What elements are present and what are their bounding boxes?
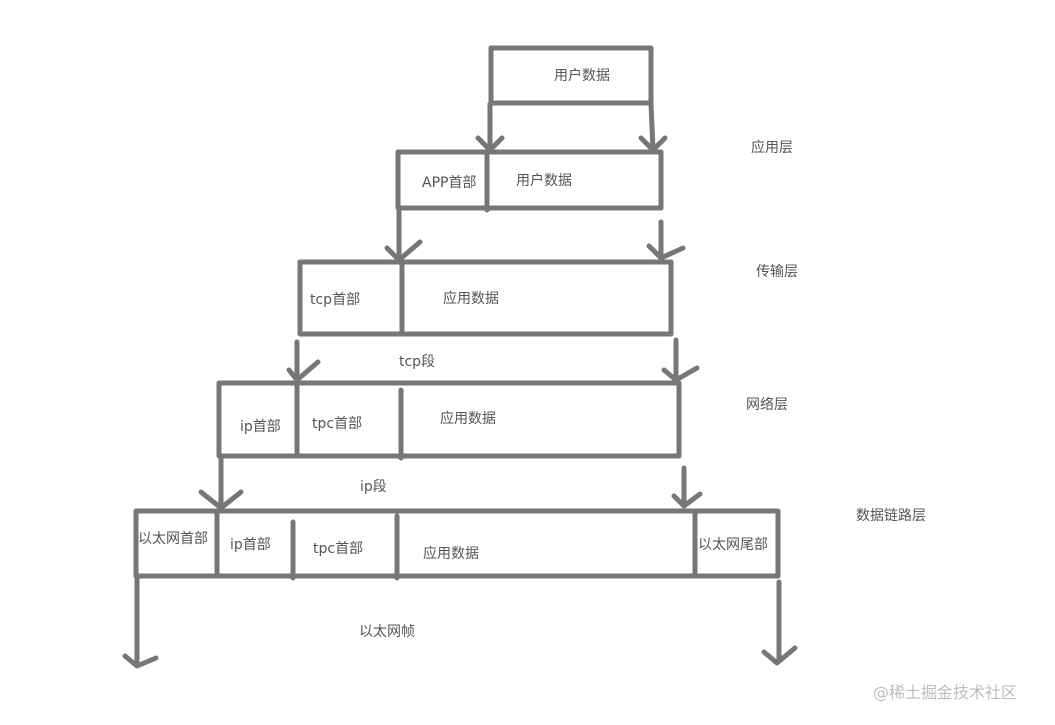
arrow-tcp-to-ip-left (286, 339, 321, 383)
ip-tpc-header-label: tpc首部 (312, 416, 363, 432)
arrow-user-to-app-left (475, 101, 505, 153)
tcp-app-data-label: 应用数据 (443, 291, 499, 307)
layer-network: 网络层 (746, 397, 788, 413)
ip-app-data-label: 应用数据 (440, 411, 496, 427)
app-header-label: APP首部 (422, 175, 477, 191)
layer-transport: 传输层 (756, 264, 798, 280)
user-data-label: 用户数据 (554, 68, 610, 84)
eth-tpc-header-label: tpc首部 (313, 541, 364, 557)
arrow-eth-out-right (761, 579, 798, 666)
tcp-header-label: tcp首部 (310, 292, 361, 308)
ethernet-frame-caption: 以太网帧 (359, 624, 415, 640)
arrow-app-to-tcp-left (384, 205, 423, 263)
arrow-ip-to-eth-left (198, 453, 244, 511)
layer-datalink: 数据链路层 (856, 508, 926, 524)
eth-ip-header-label: ip首部 (230, 537, 271, 553)
app-box (395, 149, 664, 211)
eth-header-label: 以太网首部 (138, 531, 208, 547)
tcp-box (297, 259, 674, 337)
arrow-user-to-app-right (638, 101, 668, 153)
arrow-eth-out-left (122, 575, 159, 669)
watermark: @稀土掘金技术社区 (873, 683, 1018, 702)
ip-box (216, 380, 682, 459)
eth-trailer-label: 以太网尾部 (698, 537, 768, 553)
arrow-ip-to-eth-right (671, 465, 703, 509)
app-user-data-label: 用户数据 (516, 173, 572, 189)
tcp-segment-caption: tcp段 (399, 354, 436, 370)
ip-segment-caption: ip段 (360, 479, 387, 495)
arrow-app-to-tcp-right (646, 219, 686, 261)
layer-application: 应用层 (751, 140, 793, 156)
eth-app-data-label: 应用数据 (423, 546, 479, 562)
eth-box (133, 508, 781, 579)
arrow-tcp-to-ip-right (661, 337, 700, 383)
user-data-box (488, 45, 654, 106)
ip-header-label: ip首部 (240, 419, 281, 435)
